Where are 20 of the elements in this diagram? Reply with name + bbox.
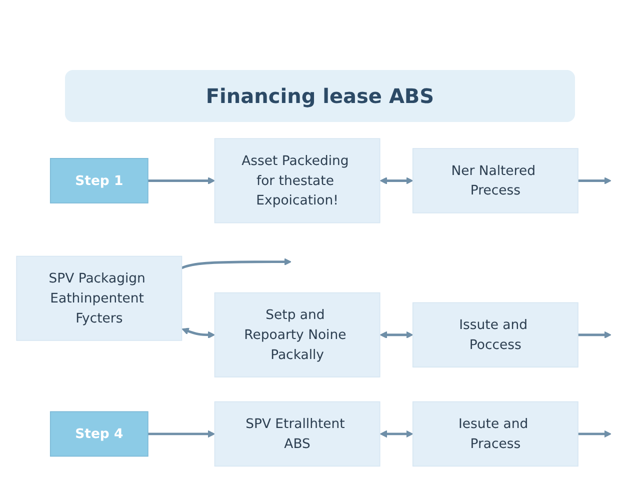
arrow xyxy=(380,331,414,339)
arrow xyxy=(148,177,216,184)
arrow xyxy=(578,177,612,184)
arrow xyxy=(182,328,216,339)
node-box: Step 4 xyxy=(50,411,148,457)
node-box: SPV Packagign Eathinpentent Fycters xyxy=(16,256,182,341)
arrow xyxy=(578,331,612,339)
arrow xyxy=(181,258,292,270)
node-box: Asset Packeding for thestate Expoication! xyxy=(214,138,380,224)
arrow xyxy=(380,177,414,184)
node-box: Step 1 xyxy=(50,158,148,204)
node-box: SPV Etrallhtent ABS xyxy=(214,401,380,467)
node-box: Iesute and Pracess xyxy=(412,401,578,467)
arrow xyxy=(380,430,414,438)
node-box: Issute and Poccess xyxy=(412,302,578,368)
node-box: Ner Naltered Precess xyxy=(412,148,578,214)
node-box: Setp and Repoarty Noine Packally xyxy=(214,292,380,378)
arrow xyxy=(578,430,612,438)
arrow xyxy=(148,430,216,438)
title-banner: Financing lease ABS xyxy=(65,70,575,122)
